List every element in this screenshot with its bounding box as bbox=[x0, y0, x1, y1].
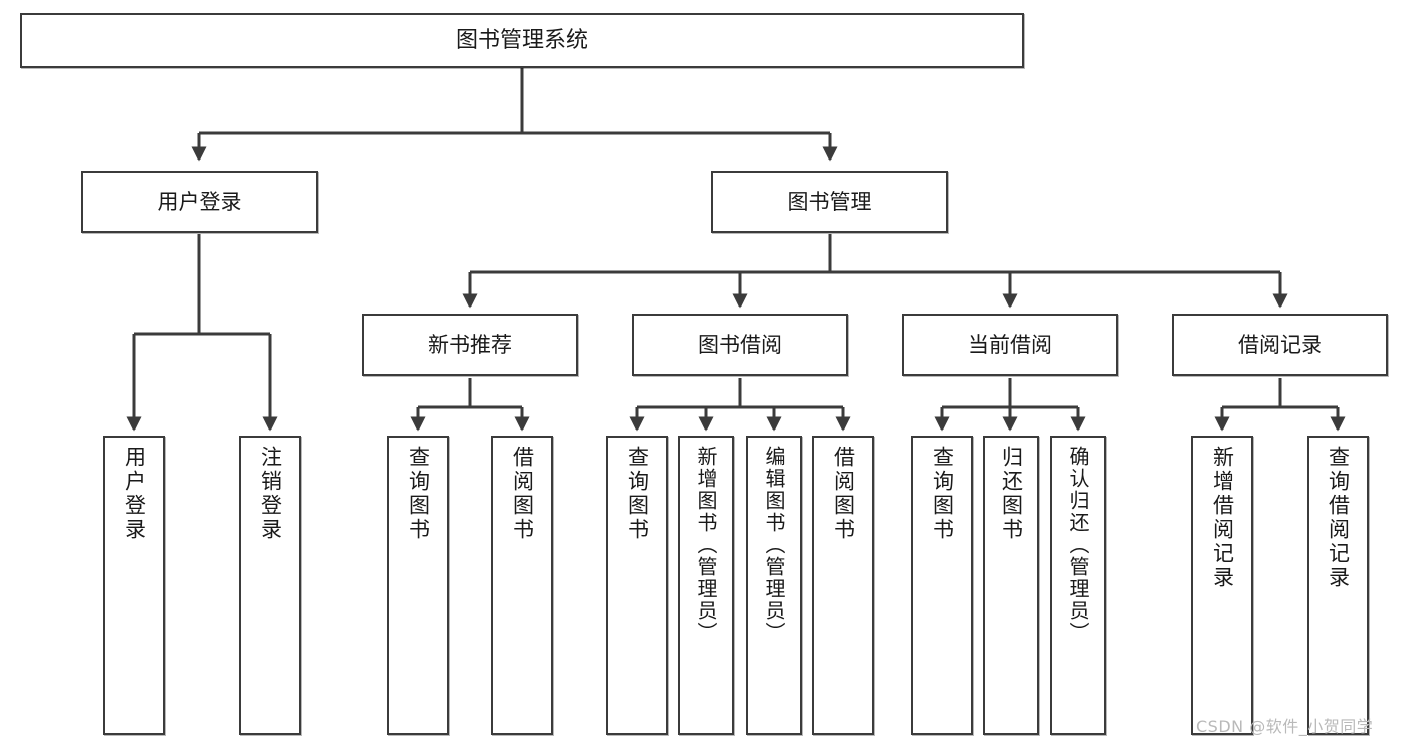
node-new-book-recommend-label: 新书推荐 bbox=[428, 332, 512, 357]
node-book-management[interactable]: 图书管理 bbox=[711, 171, 948, 233]
node-leaf-confirm-return-label: 确认归还（管理员） bbox=[1066, 446, 1090, 644]
node-new-book-recommend[interactable]: 新书推荐 bbox=[362, 314, 578, 376]
node-leaf-borrow-book-1-label: 借阅图书 bbox=[510, 446, 535, 542]
node-leaf-user-logout-label: 注销登录 bbox=[258, 446, 283, 542]
node-leaf-edit-book[interactable]: 编辑图书（管理员） bbox=[746, 436, 802, 735]
node-leaf-query-record-label: 查询借阅记录 bbox=[1326, 446, 1351, 590]
node-borrow-record-label: 借阅记录 bbox=[1238, 332, 1322, 357]
node-root[interactable]: 图书管理系统 bbox=[20, 13, 1024, 68]
node-leaf-user-logout[interactable]: 注销登录 bbox=[239, 436, 301, 735]
node-current-borrow[interactable]: 当前借阅 bbox=[902, 314, 1118, 376]
node-book-borrow[interactable]: 图书借阅 bbox=[632, 314, 848, 376]
node-current-borrow-label: 当前借阅 bbox=[968, 332, 1052, 357]
node-leaf-query-book-1-label: 查询图书 bbox=[406, 446, 431, 542]
node-leaf-return-book[interactable]: 归还图书 bbox=[983, 436, 1039, 735]
node-leaf-query-book-2[interactable]: 查询图书 bbox=[606, 436, 668, 735]
node-leaf-query-book-1[interactable]: 查询图书 bbox=[387, 436, 449, 735]
node-leaf-query-record[interactable]: 查询借阅记录 bbox=[1307, 436, 1369, 735]
node-leaf-borrow-book-2-label: 借阅图书 bbox=[831, 446, 856, 542]
node-borrow-record[interactable]: 借阅记录 bbox=[1172, 314, 1388, 376]
node-leaf-add-book[interactable]: 新增图书（管理员） bbox=[678, 436, 734, 735]
node-leaf-borrow-book-2[interactable]: 借阅图书 bbox=[812, 436, 874, 735]
node-leaf-add-record-label: 新增借阅记录 bbox=[1210, 446, 1235, 590]
node-book-management-label: 图书管理 bbox=[787, 189, 872, 214]
csdn-watermark: CSDN @软件_小贺同学 bbox=[1196, 717, 1374, 736]
node-user-login-label: 用户登录 bbox=[157, 189, 242, 214]
node-leaf-confirm-return[interactable]: 确认归还（管理员） bbox=[1050, 436, 1106, 735]
node-leaf-edit-book-label: 编辑图书（管理员） bbox=[762, 446, 786, 644]
node-leaf-user-login-label: 用户登录 bbox=[122, 446, 147, 542]
node-leaf-return-book-label: 归还图书 bbox=[999, 446, 1024, 542]
node-user-login[interactable]: 用户登录 bbox=[81, 171, 318, 233]
node-leaf-borrow-book-1[interactable]: 借阅图书 bbox=[491, 436, 553, 735]
node-leaf-user-login[interactable]: 用户登录 bbox=[103, 436, 165, 735]
node-leaf-query-book-3-label: 查询图书 bbox=[930, 446, 955, 542]
node-root-label: 图书管理系统 bbox=[455, 27, 588, 53]
node-leaf-add-book-label: 新增图书（管理员） bbox=[694, 446, 718, 644]
node-leaf-add-record[interactable]: 新增借阅记录 bbox=[1191, 436, 1253, 735]
node-book-borrow-label: 图书借阅 bbox=[698, 332, 782, 357]
node-leaf-query-book-2-label: 查询图书 bbox=[625, 446, 650, 542]
node-leaf-query-book-3[interactable]: 查询图书 bbox=[911, 436, 973, 735]
